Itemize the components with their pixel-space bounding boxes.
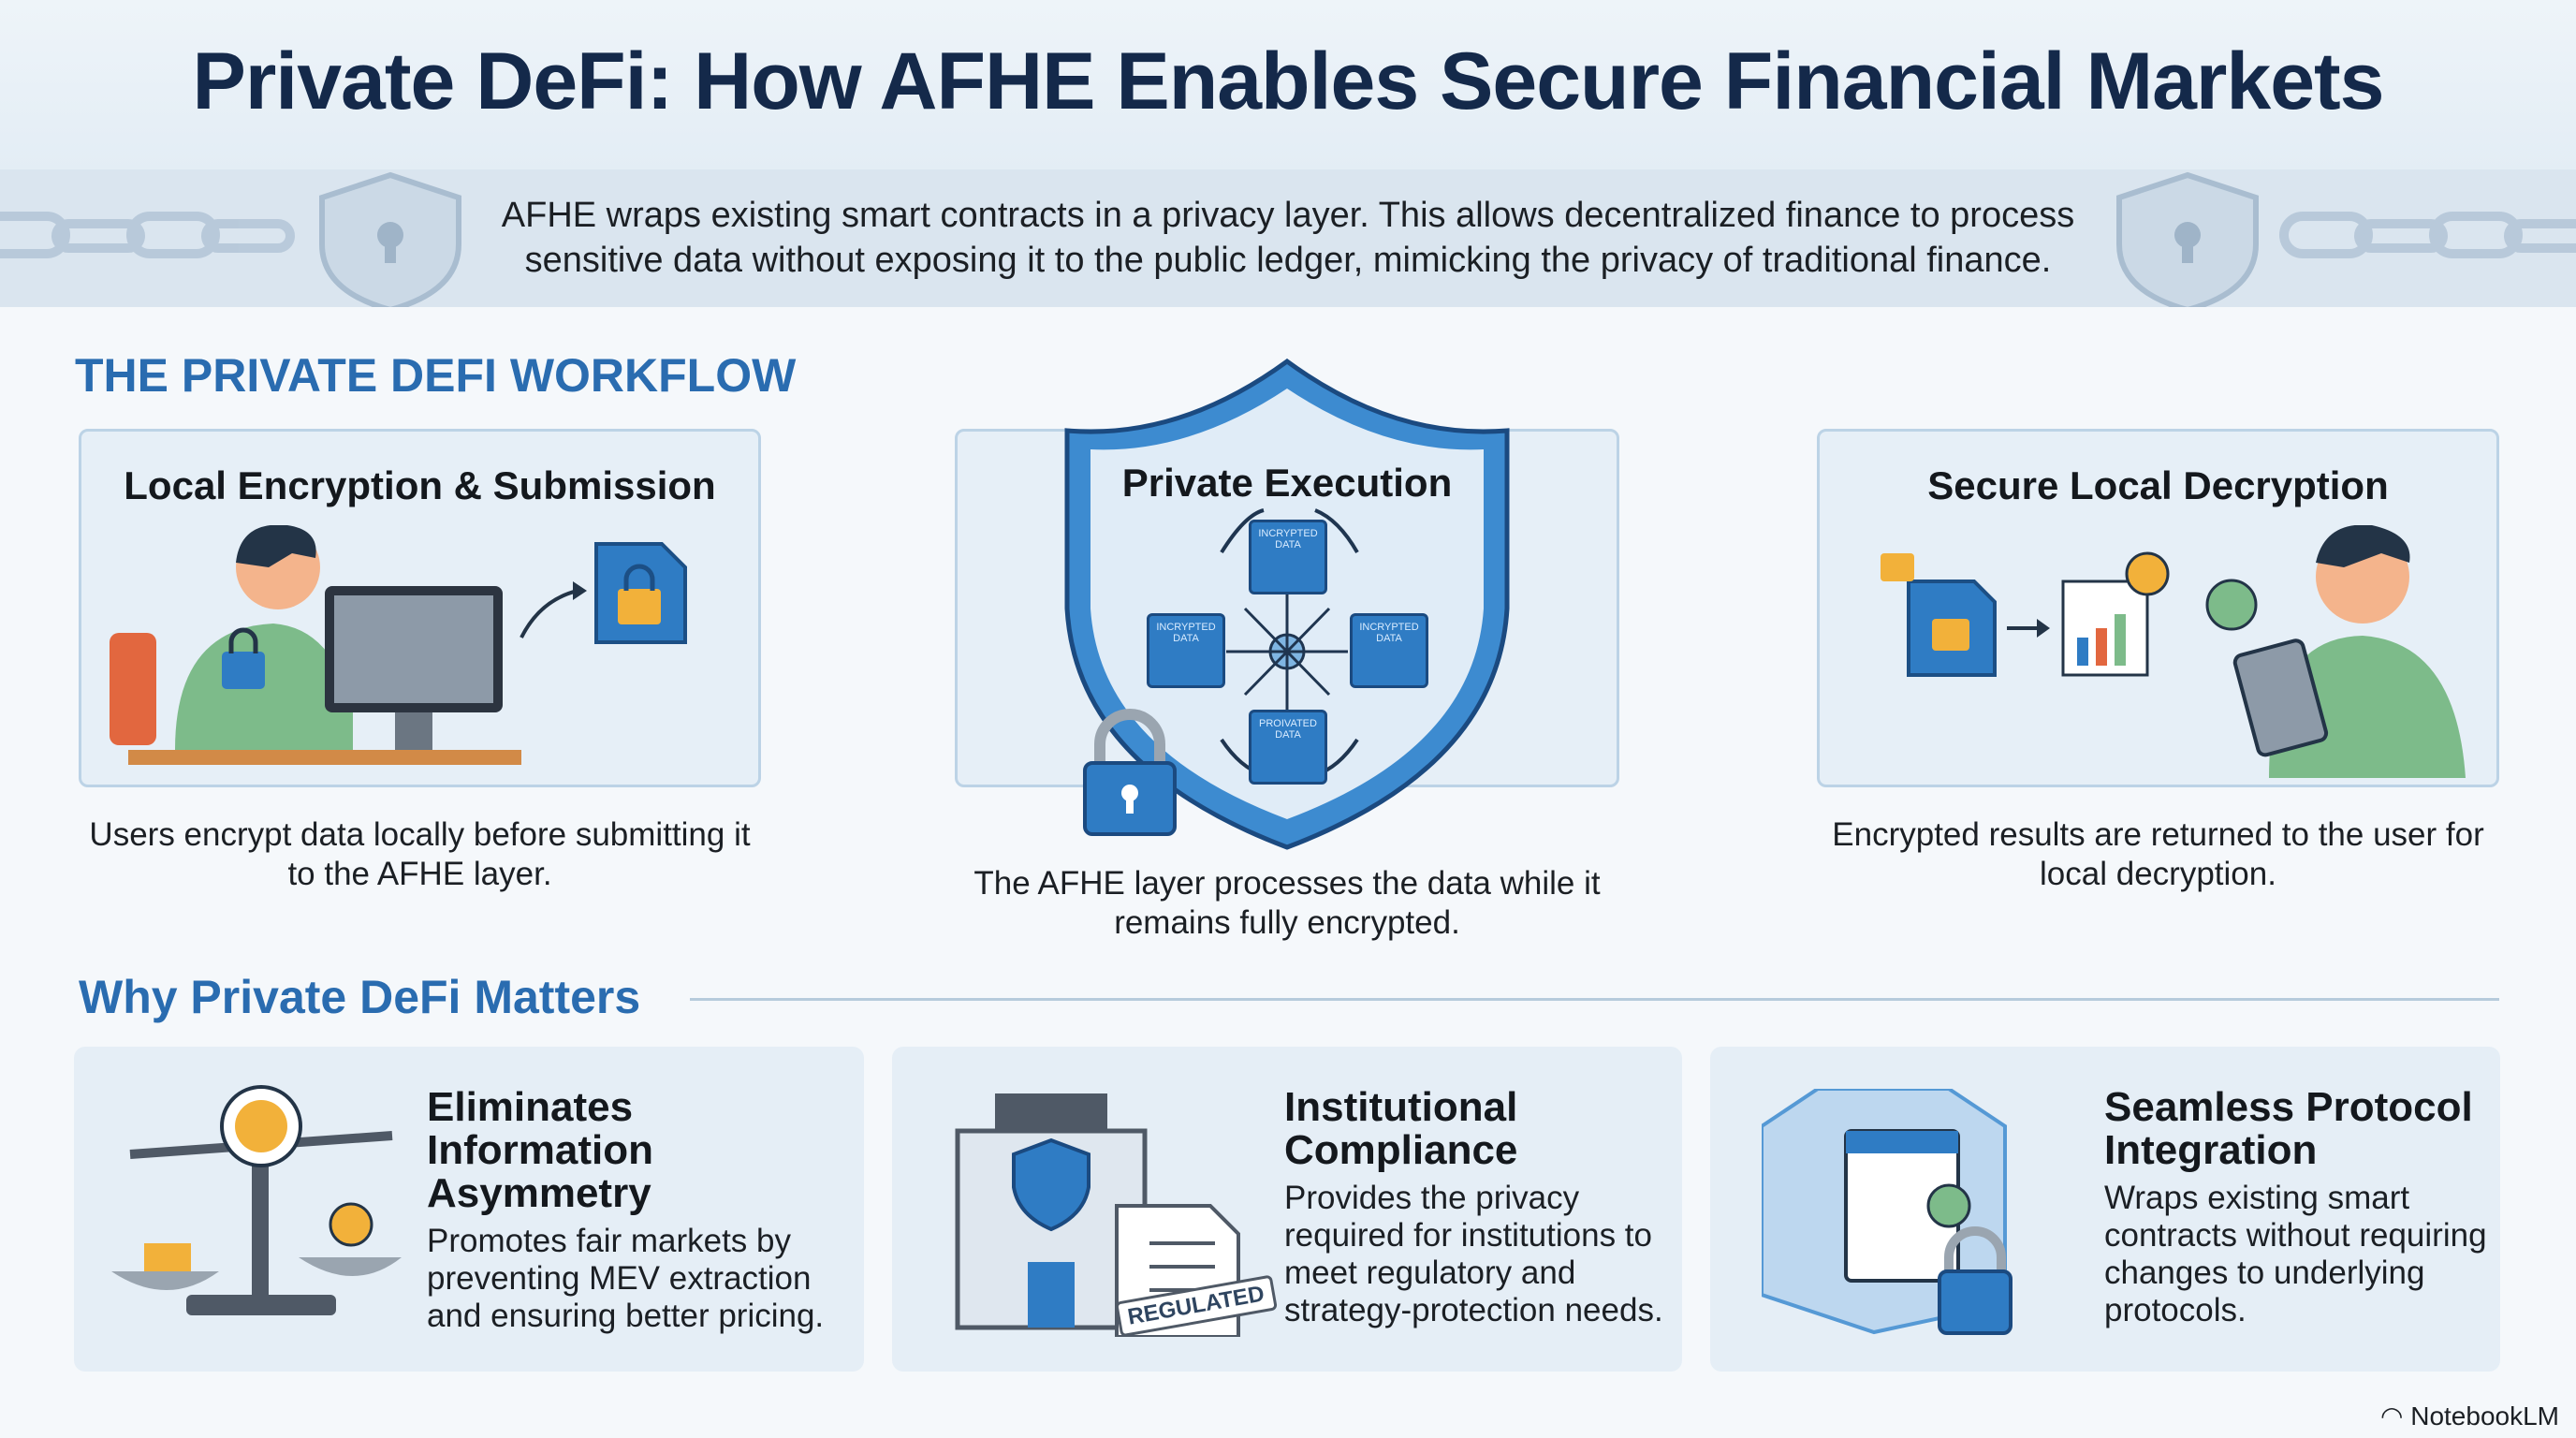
shield-illustration <box>1064 358 1510 850</box>
benefit-title: Eliminates Information Asymmetry <box>427 1084 653 1216</box>
benefit-title: Seamless Protocol Integration <box>2104 1084 2473 1173</box>
step-title: Private Execution <box>1121 461 1453 505</box>
brand-label: NotebookLM <box>2410 1401 2559 1431</box>
chain-shield-decoration <box>0 171 2576 307</box>
benefit-desc: Wraps existing smart contracts without r… <box>2104 1180 2487 1328</box>
user-computer-illustration <box>110 525 687 765</box>
step-caption: Users encrypt data locally before submit… <box>89 816 751 892</box>
workflow-heading: THE PRIVATE DEFI WORKFLOW <box>75 349 797 402</box>
step-caption: The AFHE layer processes the data while … <box>973 865 1601 941</box>
benefit-desc: Provides the privacy required for instit… <box>1284 1180 1663 1328</box>
padlock-icon <box>1083 709 1177 836</box>
benefit-desc: Promotes fair markets by preventing MEV … <box>427 1223 825 1334</box>
smart-contract-cube-icon <box>1762 1089 2012 1335</box>
benefit-title: Institutional Compliance <box>1284 1084 1518 1173</box>
data-tile-left: INCRYPTED DATA <box>1147 613 1225 688</box>
page-title: Private DeFi: How AFHE Enables Secure Fi… <box>192 37 2384 126</box>
why-heading: Why Private DeFi Matters <box>79 971 641 1023</box>
step-title: Local Encryption & Submission <box>124 463 716 507</box>
balance-scale-icon <box>111 1085 402 1315</box>
step-title: Secure Local Decryption <box>1927 463 2389 507</box>
benefit-card-compliance: REGULATED Institutional Compliance Provi… <box>892 1047 1682 1372</box>
data-tile-right: INCRYPTED DATA <box>1350 613 1428 688</box>
step-caption: Encrypted results are returned to the us… <box>1832 816 2484 892</box>
data-tile-bottom: PROIVATED DATA <box>1249 710 1327 785</box>
section-divider <box>690 998 2499 1001</box>
institution-building-icon <box>955 1093 1240 1337</box>
user-decryption-illustration <box>1881 525 2466 778</box>
step-card-local-encryption: Local Encryption & Submission <box>79 429 761 787</box>
data-tile-top: INCRYPTED DATA <box>1249 520 1327 594</box>
notebooklm-brand: ◠ NotebookLM <box>2380 1401 2559 1431</box>
notebooklm-logo-icon: ◠ <box>2380 1401 2411 1431</box>
step-card-secure-decryption: Secure Local Decryption <box>1817 429 2499 787</box>
benefit-card-integration: Seamless Protocol Integration Wraps exis… <box>1710 1047 2500 1372</box>
benefit-card-asymmetry: Eliminates Information Asymmetry Promote… <box>74 1047 864 1372</box>
intro-text: AFHE wraps existing smart contracts in a… <box>501 196 2075 280</box>
title-band <box>0 0 2576 169</box>
intro-banner <box>0 169 2576 307</box>
